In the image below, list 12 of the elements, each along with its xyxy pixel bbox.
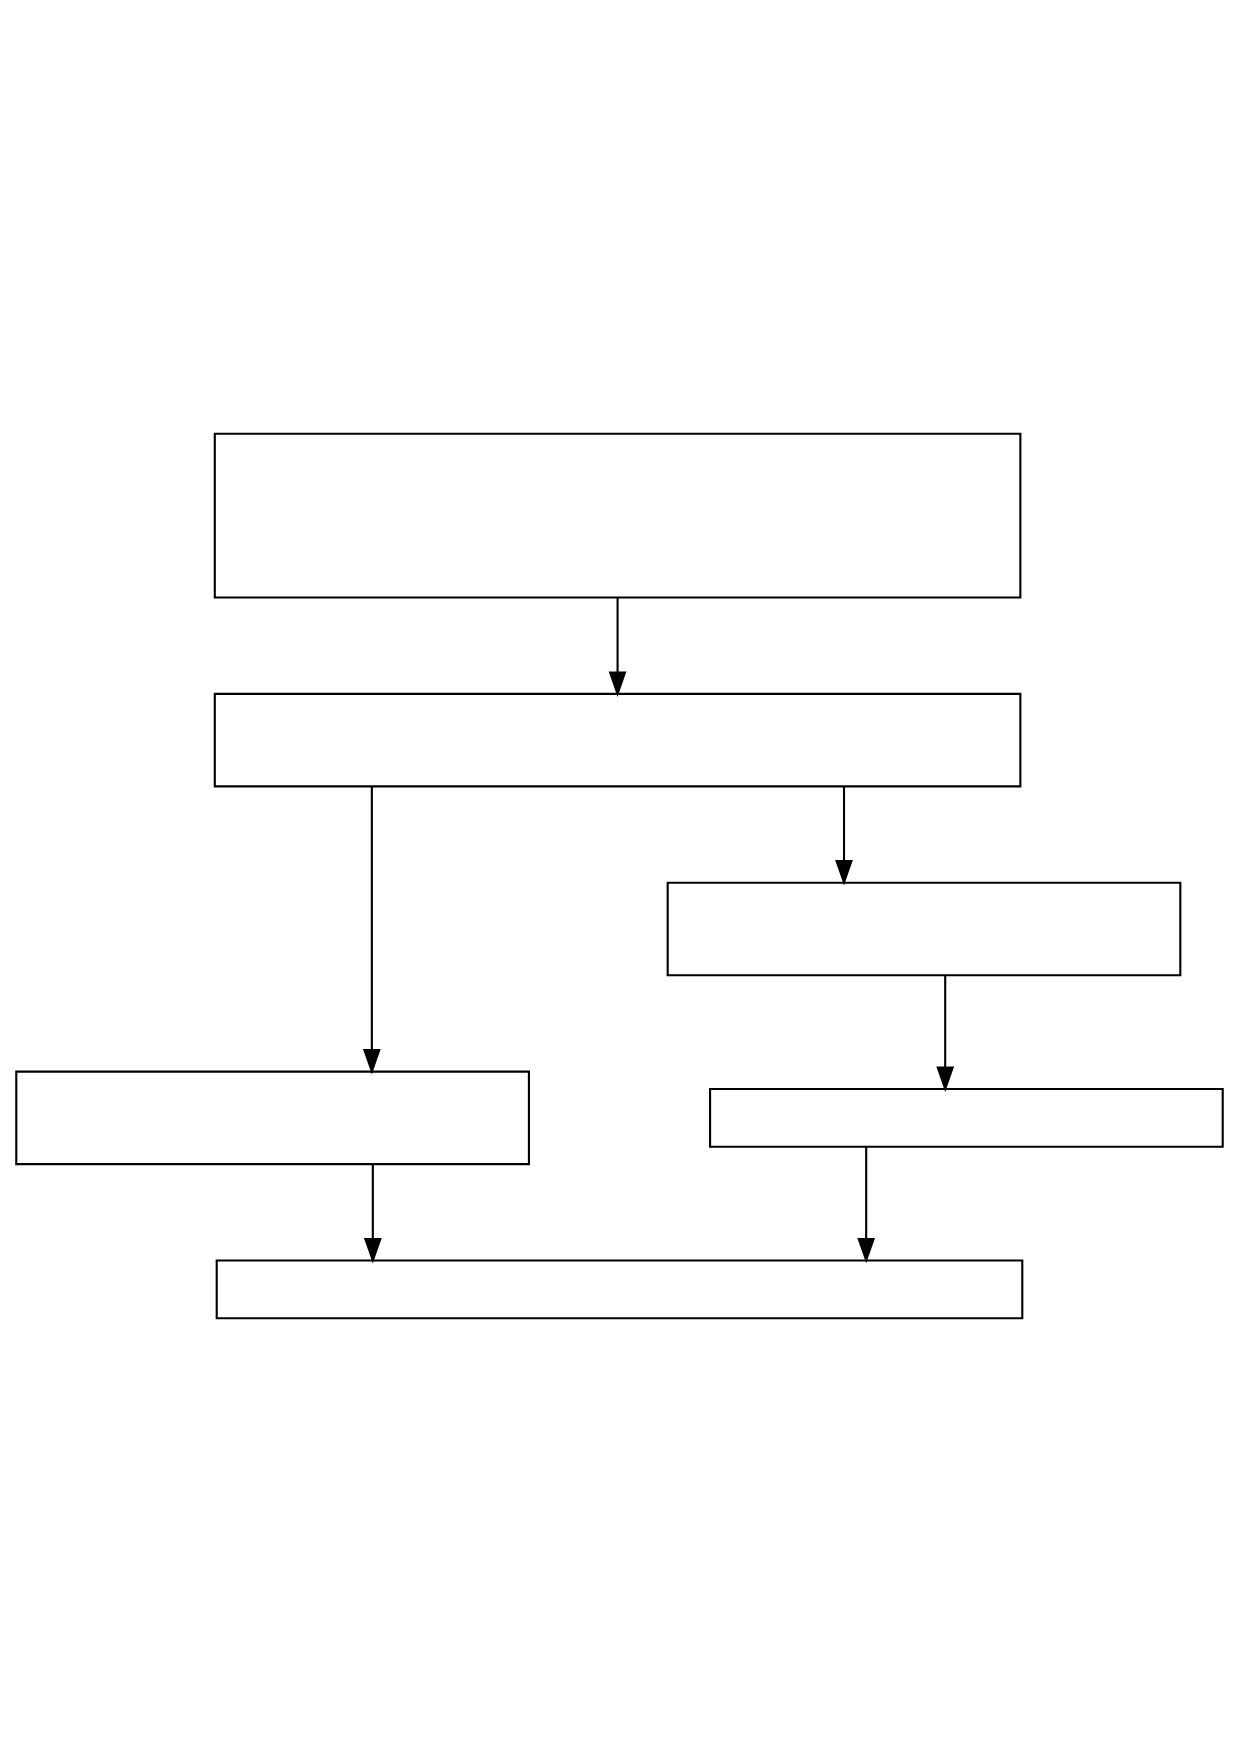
arrow [363,1164,382,1264]
arrow [835,786,853,886]
arrow [608,597,627,697]
arrow [362,786,381,1075]
node-box [666,881,1182,977]
node-box [215,1259,1024,1320]
node-box [709,1087,1224,1148]
arrow [857,1146,876,1264]
node-box [213,432,1022,599]
arrow [936,975,955,1092]
node-box [15,1070,530,1166]
node-box [213,692,1022,788]
